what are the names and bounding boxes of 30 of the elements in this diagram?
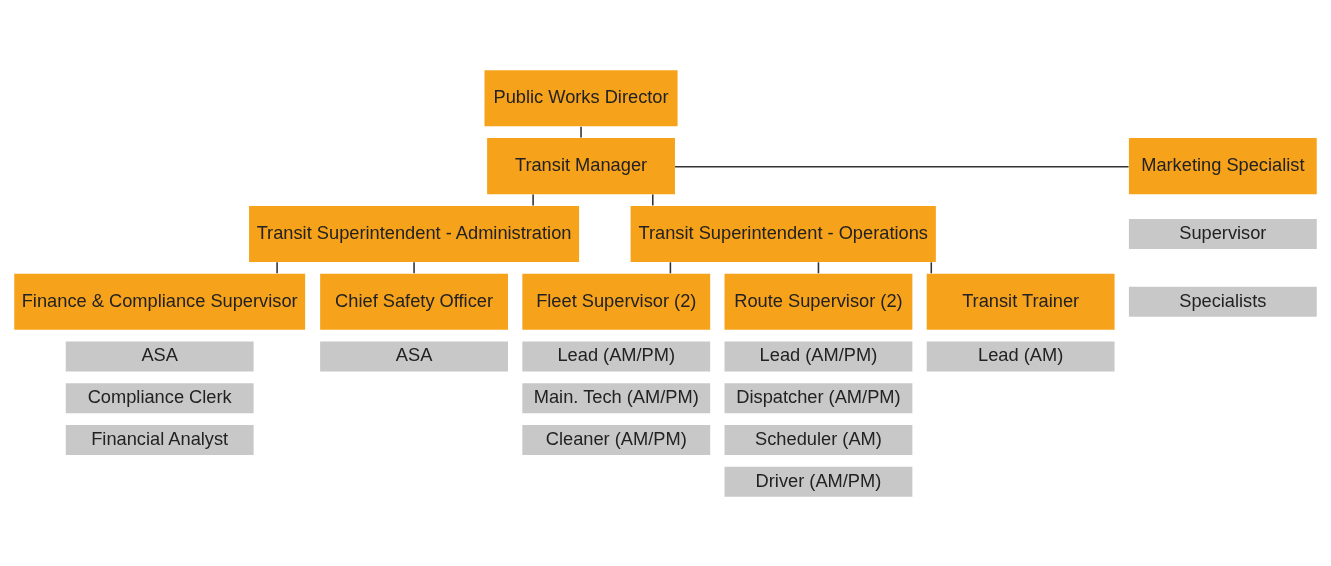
- node-box: Main. Tech (AM/PM): [522, 382, 711, 413]
- node-box: Public Works Director: [484, 69, 678, 126]
- node-box: Dispatcher (AM/PM): [724, 382, 913, 413]
- node-box: Route Supervisor (2): [724, 273, 913, 330]
- node-box: Financial Analyst: [65, 424, 254, 455]
- connector: [674, 165, 1130, 168]
- connector: [580, 125, 582, 138]
- node-box: Cleaner (AM/PM): [522, 424, 711, 455]
- node-box: Specialists: [1128, 286, 1317, 317]
- connector: [532, 193, 534, 206]
- node-box: Scheduler (AM): [724, 424, 913, 455]
- node-box: ASA: [320, 341, 508, 372]
- node-box: Finance & Compliance Supervisor: [14, 273, 306, 330]
- node-box: Transit Manager: [487, 137, 675, 194]
- node-box: Supervisor: [1128, 218, 1317, 249]
- node-box: Lead (AM/PM): [724, 341, 913, 372]
- node-box: Lead (AM): [926, 341, 1115, 372]
- connector: [652, 193, 654, 206]
- node-box: Driver (AM/PM): [724, 466, 913, 497]
- connector: [413, 261, 415, 274]
- node-box: Transit Superintendent - Administration: [249, 205, 580, 262]
- node-box: Transit Superintendent - Operations: [630, 205, 936, 262]
- node-box: Chief Safety Officer: [320, 273, 508, 330]
- node-box: ASA: [65, 341, 254, 372]
- connector: [276, 261, 278, 274]
- node-box: Fleet Supervisor (2): [522, 273, 711, 330]
- node-box: Transit Trainer: [926, 273, 1115, 330]
- node-box: Lead (AM/PM): [522, 341, 711, 372]
- node-box: Marketing Specialist: [1128, 137, 1317, 194]
- node-box: Compliance Clerk: [65, 382, 254, 413]
